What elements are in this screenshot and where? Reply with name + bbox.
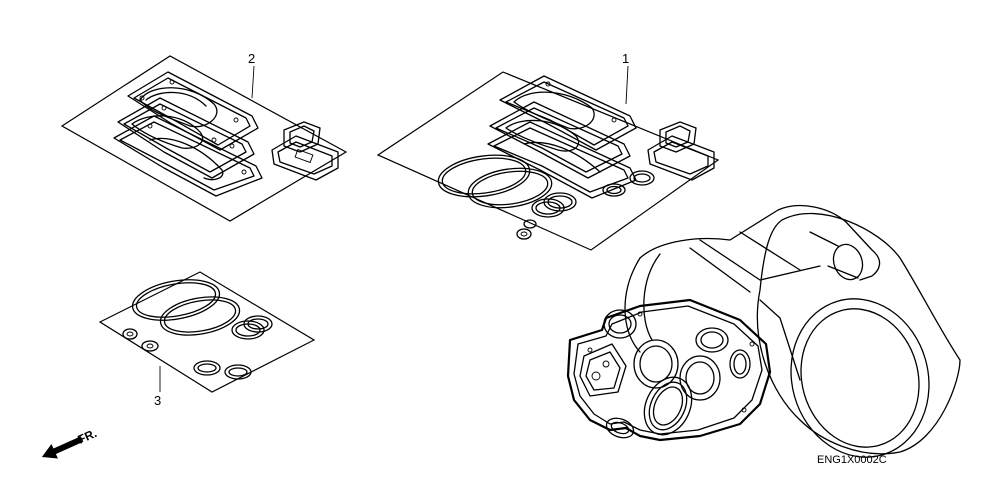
o-ring-set-1	[437, 154, 655, 240]
cylinder-base-gasket	[113, 115, 263, 197]
callout-3: 3	[154, 393, 161, 408]
callout-2: 2	[248, 51, 255, 66]
small-valve-gasket-1	[647, 121, 715, 181]
cylinder-head-gasket	[117, 97, 255, 179]
callout-1: 1	[622, 51, 629, 66]
diagram-code: ENG1X0002C	[817, 454, 887, 466]
o-ring-set-3	[122, 279, 273, 380]
front-direction-label: FR.	[76, 426, 99, 447]
cylinder-head-cover-gasket	[127, 71, 259, 151]
gasket-kit-3[interactable]: 3	[98, 271, 316, 408]
gasket-kit-2[interactable]: 2	[60, 51, 348, 222]
small-valve-gasket	[271, 121, 339, 181]
front-direction-arrow-icon	[41, 436, 84, 459]
gasket-kit-1[interactable]: 1	[376, 51, 720, 251]
cylinder-head-gasket-1	[489, 101, 631, 179]
cylinder-head-cover-gasket-1	[499, 75, 637, 151]
engine-assembly-illustration	[566, 204, 961, 458]
